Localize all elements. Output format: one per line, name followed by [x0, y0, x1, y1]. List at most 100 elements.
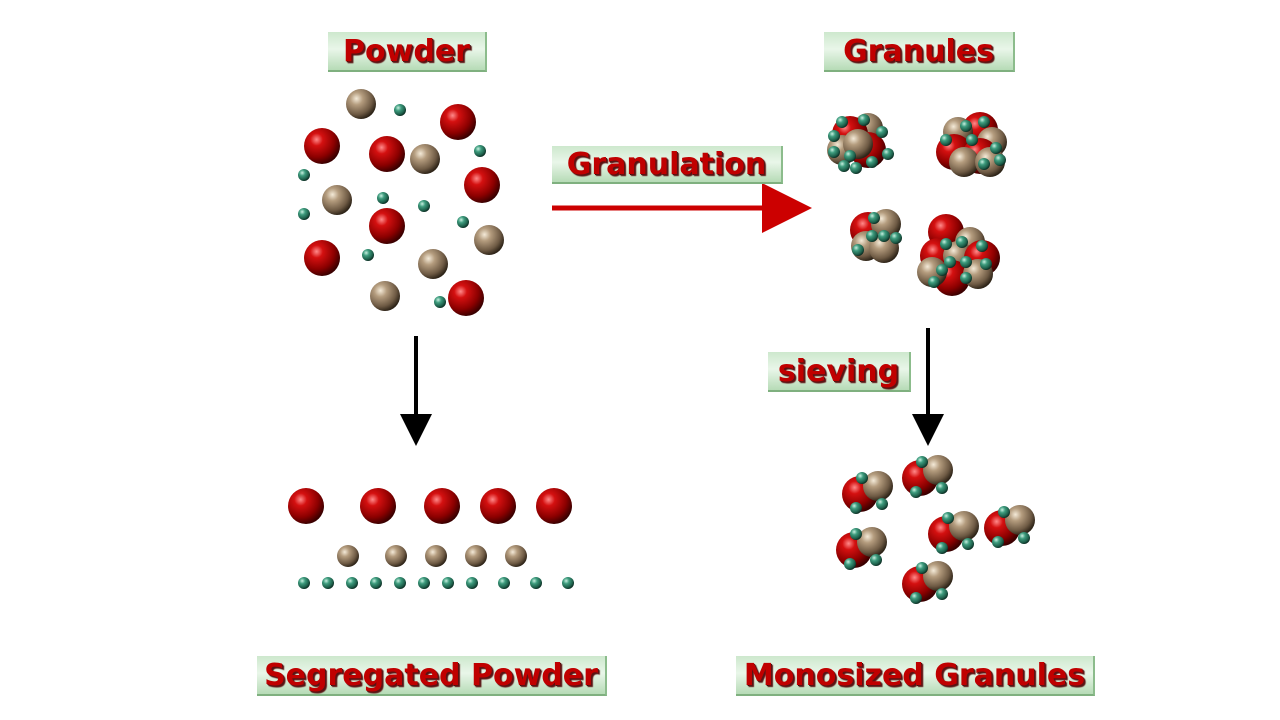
- large-particle: [448, 280, 484, 316]
- small-particle: [346, 577, 358, 589]
- small-particle: [828, 146, 840, 158]
- segregated-particles: [288, 488, 574, 589]
- small-particle: [868, 212, 880, 224]
- granule-clusters: [827, 112, 1007, 296]
- small-particle: [994, 154, 1006, 166]
- small-particle: [978, 116, 990, 128]
- medium-particle: [410, 144, 440, 174]
- medium-particle: [370, 281, 400, 311]
- medium-particle: [505, 545, 527, 567]
- small-particle: [960, 256, 972, 268]
- small-particle: [940, 238, 952, 250]
- small-particle: [466, 577, 478, 589]
- powder-particles: [298, 89, 504, 316]
- small-particle: [916, 456, 928, 468]
- granulation-label: Granulation: [552, 146, 783, 184]
- small-particle: [362, 249, 374, 261]
- small-particle: [882, 148, 894, 160]
- small-particle: [866, 230, 878, 242]
- medium-particle: [346, 89, 376, 119]
- sieving-label: sieving: [768, 352, 911, 392]
- large-particle: [424, 488, 460, 524]
- small-particle: [990, 142, 1002, 154]
- small-particle: [370, 577, 382, 589]
- small-particle: [944, 256, 956, 268]
- medium-particle: [857, 527, 887, 557]
- small-particle: [910, 486, 922, 498]
- small-particle: [960, 120, 972, 132]
- small-particle: [976, 240, 988, 252]
- small-particle: [322, 577, 334, 589]
- small-particle: [850, 502, 862, 514]
- powder-label: Powder: [328, 32, 487, 72]
- large-particle: [440, 104, 476, 140]
- large-particle: [304, 240, 340, 276]
- small-particle: [962, 538, 974, 550]
- small-particle: [858, 114, 870, 126]
- small-particle: [298, 208, 310, 220]
- small-particle: [377, 192, 389, 204]
- small-particle: [850, 162, 862, 174]
- small-particle: [850, 528, 862, 540]
- large-particle: [464, 167, 500, 203]
- small-particle: [394, 104, 406, 116]
- large-particle: [369, 208, 405, 244]
- small-particle: [876, 498, 888, 510]
- small-particle: [418, 200, 430, 212]
- small-particle: [498, 577, 510, 589]
- small-particle: [998, 506, 1010, 518]
- monosized-granule-clusters: [836, 455, 1035, 604]
- small-particle: [916, 562, 928, 574]
- small-particle: [866, 156, 878, 168]
- small-particle: [936, 542, 948, 554]
- small-particle: [298, 577, 310, 589]
- small-particle: [434, 296, 446, 308]
- small-particle: [418, 577, 430, 589]
- small-particle: [856, 472, 868, 484]
- small-particle: [980, 258, 992, 270]
- medium-particle: [949, 511, 979, 541]
- small-particle: [457, 216, 469, 228]
- granules-label: Granules: [824, 32, 1015, 72]
- small-particle: [942, 512, 954, 524]
- small-particle: [936, 588, 948, 600]
- segregated-powder-label: Segregated Powder: [257, 656, 607, 696]
- large-particle: [536, 488, 572, 524]
- small-particle: [828, 130, 840, 142]
- medium-particle: [949, 147, 979, 177]
- medium-particle: [418, 249, 448, 279]
- small-particle: [530, 577, 542, 589]
- small-particle: [992, 536, 1004, 548]
- medium-particle: [923, 455, 953, 485]
- small-particle: [844, 150, 856, 162]
- small-particle: [910, 592, 922, 604]
- small-particle: [852, 244, 864, 256]
- medium-particle: [923, 561, 953, 591]
- medium-particle: [322, 185, 352, 215]
- medium-particle: [474, 225, 504, 255]
- monosized-granules-label: Monosized Granules: [736, 656, 1095, 696]
- large-particle: [288, 488, 324, 524]
- medium-particle: [863, 471, 893, 501]
- small-particle: [978, 158, 990, 170]
- small-particle: [966, 134, 978, 146]
- small-particle: [960, 272, 972, 284]
- medium-particle: [425, 545, 447, 567]
- large-particle: [360, 488, 396, 524]
- medium-particle: [917, 257, 947, 287]
- small-particle: [876, 126, 888, 138]
- small-particle: [878, 230, 890, 242]
- small-particle: [838, 160, 850, 172]
- small-particle: [936, 264, 948, 276]
- medium-particle: [465, 545, 487, 567]
- small-particle: [928, 276, 940, 288]
- large-particle: [304, 128, 340, 164]
- medium-particle: [385, 545, 407, 567]
- small-particle: [956, 236, 968, 248]
- medium-particle: [1005, 505, 1035, 535]
- large-particle: [480, 488, 516, 524]
- small-particle: [940, 134, 952, 146]
- small-particle: [870, 554, 882, 566]
- small-particle: [936, 482, 948, 494]
- small-particle: [836, 116, 848, 128]
